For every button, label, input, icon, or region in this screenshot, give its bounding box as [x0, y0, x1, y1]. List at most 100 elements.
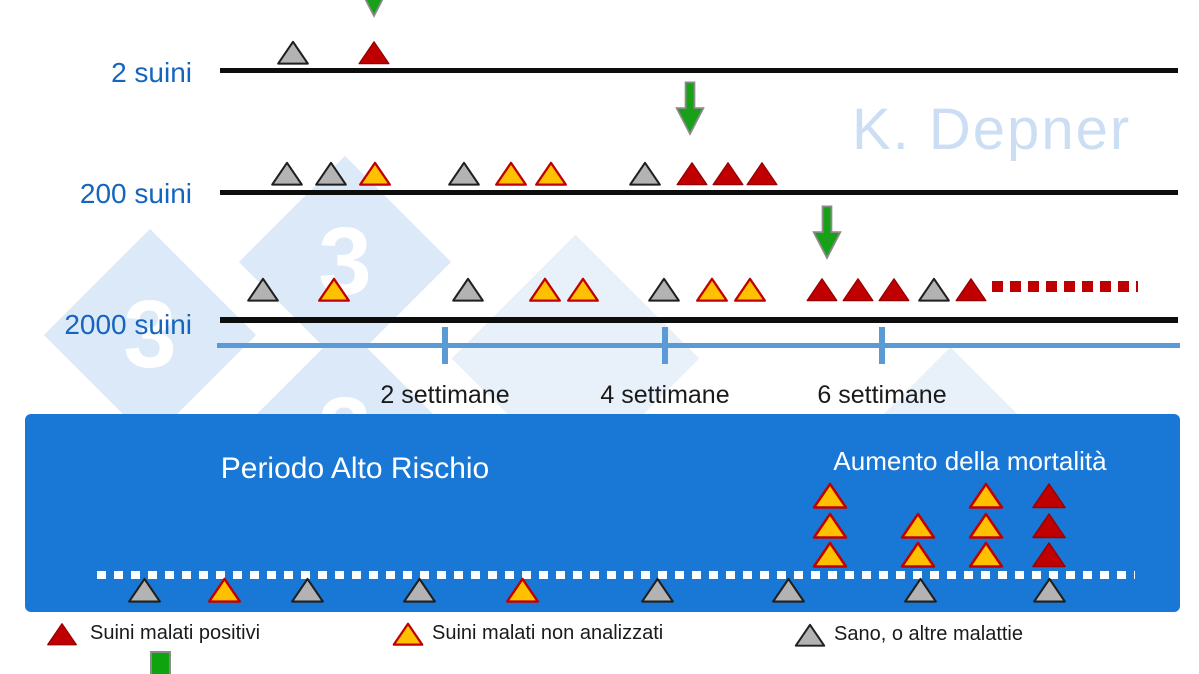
triangle-marker	[290, 577, 325, 603]
unanalyzed-triangle-icon	[812, 482, 848, 509]
triangle-marker	[900, 512, 936, 539]
positive-triangle-icon	[358, 41, 390, 65]
positive-triangle-icon	[1032, 513, 1066, 539]
healthy-triangle-icon	[1032, 577, 1066, 603]
unanalyzed-triangle-icon	[968, 541, 1004, 568]
healthy-triangle-icon	[452, 277, 484, 302]
triangle-marker	[711, 161, 745, 186]
herd-timeline-line	[220, 317, 1178, 323]
triangle-marker	[968, 512, 1004, 539]
unanalyzed-triangle-icon	[900, 541, 936, 568]
legend-unanalyzed-label: Suini malati non analizzati	[432, 622, 664, 644]
unanalyzed-triangle-icon	[318, 277, 350, 302]
healthy-triangle-icon	[648, 277, 680, 302]
unanalyzed-triangle-icon	[505, 577, 539, 603]
triangle-marker	[954, 277, 988, 302]
week-label-2-settimane: 2 settimane	[380, 381, 510, 409]
legend-healthy-icon-slot	[794, 623, 826, 647]
triangle-marker	[358, 161, 392, 186]
triangle-marker	[812, 512, 848, 539]
infection-arrow	[358, 0, 390, 22]
triangle-marker	[528, 277, 562, 302]
triangle-marker	[127, 577, 162, 603]
healthy-triangle-icon	[290, 577, 324, 603]
green-down-arrow-icon	[812, 205, 842, 260]
unanalyzed-triangle-icon	[696, 277, 728, 302]
positive-triangle-icon	[1032, 483, 1066, 509]
triangle-marker	[402, 577, 437, 603]
triangle-marker	[812, 541, 848, 568]
week-label-4-settimane: 4 settimane	[600, 381, 730, 409]
triangle-marker	[917, 277, 951, 302]
week-label-6-settimane: 6 settimane	[817, 381, 947, 409]
healthy-triangle-icon	[903, 577, 937, 603]
triangle-marker	[447, 161, 481, 186]
unanalyzed-triangle-icon	[392, 622, 424, 646]
watermark-author-text: K. Depner	[852, 97, 1132, 162]
unanalyzed-triangle-icon	[968, 482, 1004, 509]
triangle-marker	[968, 541, 1004, 568]
positive-triangle-icon	[746, 162, 778, 186]
triangle-marker	[566, 277, 600, 302]
triangle-marker	[270, 161, 304, 186]
triangle-marker	[314, 161, 348, 186]
triangle-marker	[805, 277, 839, 302]
high-risk-period-title: Periodo Alto Rischio	[220, 452, 490, 485]
legend-positive-icon-slot	[46, 622, 78, 646]
unanalyzed-triangle-icon	[535, 161, 567, 186]
healthy-triangle-icon	[771, 577, 805, 603]
triangle-marker	[812, 482, 848, 509]
mortality-increase-title: Aumento della mortalità	[833, 446, 1107, 476]
triangle-marker	[505, 577, 540, 603]
high-risk-period-box: Periodo Alto Rischio Aumento della morta…	[25, 414, 1180, 612]
healthy-triangle-icon	[640, 577, 674, 603]
herd-timeline-line	[220, 68, 1178, 73]
triangle-marker	[877, 277, 911, 302]
triangle-marker	[647, 277, 681, 302]
triangle-marker	[745, 161, 779, 186]
green-down-arrow-icon	[364, 0, 384, 18]
triangle-marker	[695, 277, 729, 302]
unanalyzed-triangle-icon	[900, 512, 936, 539]
unanalyzed-triangle-icon	[968, 512, 1004, 539]
healthy-triangle-icon	[918, 277, 950, 302]
healthy-triangle-icon	[127, 577, 161, 603]
unanalyzed-triangle-icon	[359, 161, 391, 186]
triangle-marker	[903, 577, 938, 603]
triangle-marker	[1032, 577, 1067, 603]
triangle-marker	[534, 161, 568, 186]
healthy-triangle-icon	[629, 161, 661, 186]
healthy-triangle-icon	[315, 161, 347, 186]
herd-label-200-suini: 200 suini	[79, 178, 192, 209]
infection-arrow	[674, 78, 706, 140]
herd-label-2000-suini: 2000 suini	[64, 309, 192, 340]
healthy-triangle-icon	[271, 161, 303, 186]
unanalyzed-triangle-icon	[495, 161, 527, 186]
triangle-marker	[1031, 541, 1067, 568]
week-axis-tick	[662, 327, 668, 364]
healthy-triangle-icon	[448, 161, 480, 186]
positive-triangle-icon	[842, 278, 874, 302]
triangle-marker	[451, 277, 485, 302]
risk-box-dotted-line	[97, 571, 1135, 579]
triangle-marker	[900, 541, 936, 568]
triangle-marker	[246, 277, 280, 302]
legend-green-marker-icon	[150, 651, 171, 674]
legend-healthy-label: Sano, o altre malattie	[834, 623, 1023, 645]
unanalyzed-triangle-icon	[812, 541, 848, 568]
unanalyzed-triangle-icon	[207, 577, 241, 603]
triangle-marker	[675, 161, 709, 186]
week-axis-tick	[879, 327, 885, 364]
triangle-marker	[1031, 482, 1067, 509]
infection-arrow	[811, 202, 843, 264]
triangle-marker	[771, 577, 806, 603]
green-down-arrow-icon	[675, 81, 705, 136]
unanalyzed-triangle-icon	[734, 277, 766, 302]
positive-triangle-icon	[806, 278, 838, 302]
positive-triangle-icon	[1032, 542, 1066, 568]
triangle-marker	[733, 277, 767, 302]
